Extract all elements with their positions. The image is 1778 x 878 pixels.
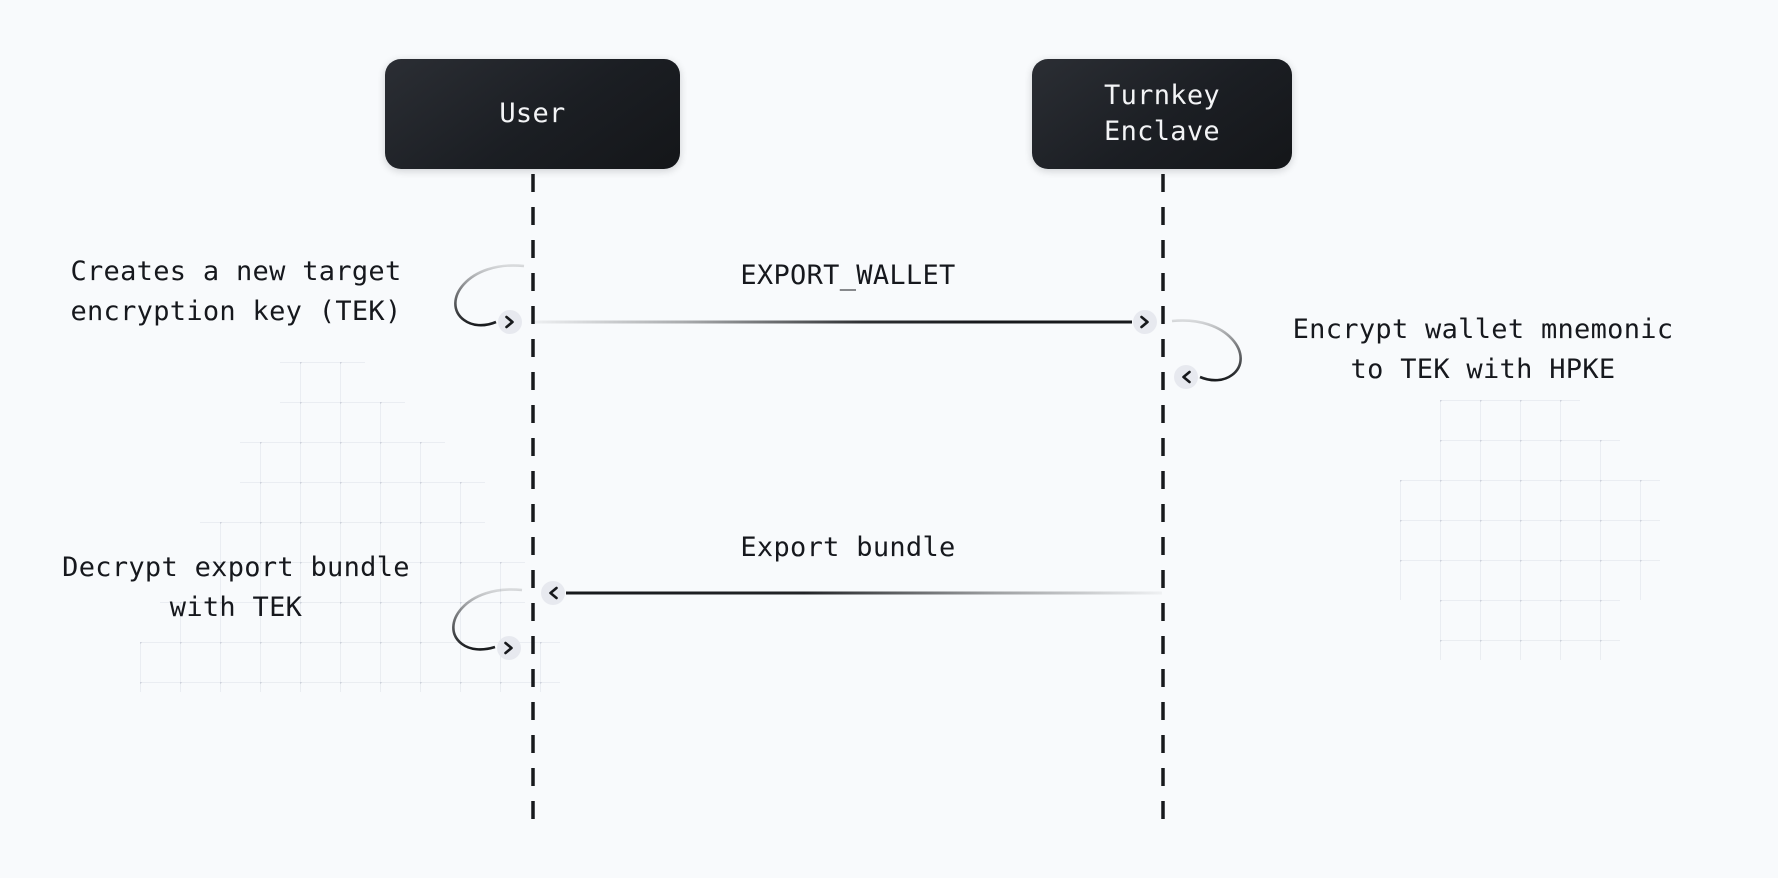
- actor-box-turnkey-enclave: Turnkey Enclave: [1032, 59, 1292, 169]
- step-marker-export-wallet-arrowhead: [1133, 310, 1157, 334]
- annotation-creates-tek: Creates a new target encryption key (TEK…: [16, 252, 456, 332]
- annotation-line: with TEK: [169, 592, 303, 623]
- self-loop-enclave-encrypt: [1171, 319, 1242, 382]
- actor-label-user: User: [499, 98, 566, 129]
- actor-label-turnkey-line2: Enclave: [1104, 116, 1220, 147]
- chevron-right-icon: [1140, 315, 1149, 329]
- annotation-decrypt-bundle: Decrypt export bundle with TEK: [16, 548, 456, 628]
- annotation-line: Decrypt export bundle: [62, 552, 410, 583]
- message-label-export-wallet: EXPORT_WALLET: [740, 260, 956, 291]
- actor-label-turnkey-line1: Turnkey: [1104, 80, 1220, 111]
- actor-box-user: User: [385, 59, 680, 169]
- annotation-encrypt-mnemonic: Encrypt wallet mnemonic to TEK with HPKE: [1263, 310, 1703, 390]
- message-label-export-bundle: Export bundle: [740, 532, 956, 563]
- dotted-grid-pattern-right: [1400, 400, 1660, 660]
- annotation-line: encryption key (TEK): [70, 296, 402, 327]
- self-loop-user-create-tek: [454, 264, 525, 327]
- annotation-line: Creates a new target: [70, 256, 402, 287]
- step-marker-user-create-tek: [498, 310, 522, 334]
- step-marker-export-bundle-arrowhead: [541, 581, 565, 605]
- annotation-line: Encrypt wallet mnemonic: [1292, 314, 1674, 345]
- self-loop-user-decrypt: [452, 588, 523, 651]
- chevron-right-icon: [504, 641, 513, 655]
- annotation-line: to TEK with HPKE: [1350, 354, 1616, 385]
- chevron-right-icon: [505, 315, 514, 329]
- chevron-left-icon: [1182, 370, 1191, 384]
- step-marker-enclave-encrypt: [1174, 365, 1198, 389]
- chevron-left-icon: [549, 586, 558, 600]
- step-marker-user-decrypt: [497, 636, 521, 660]
